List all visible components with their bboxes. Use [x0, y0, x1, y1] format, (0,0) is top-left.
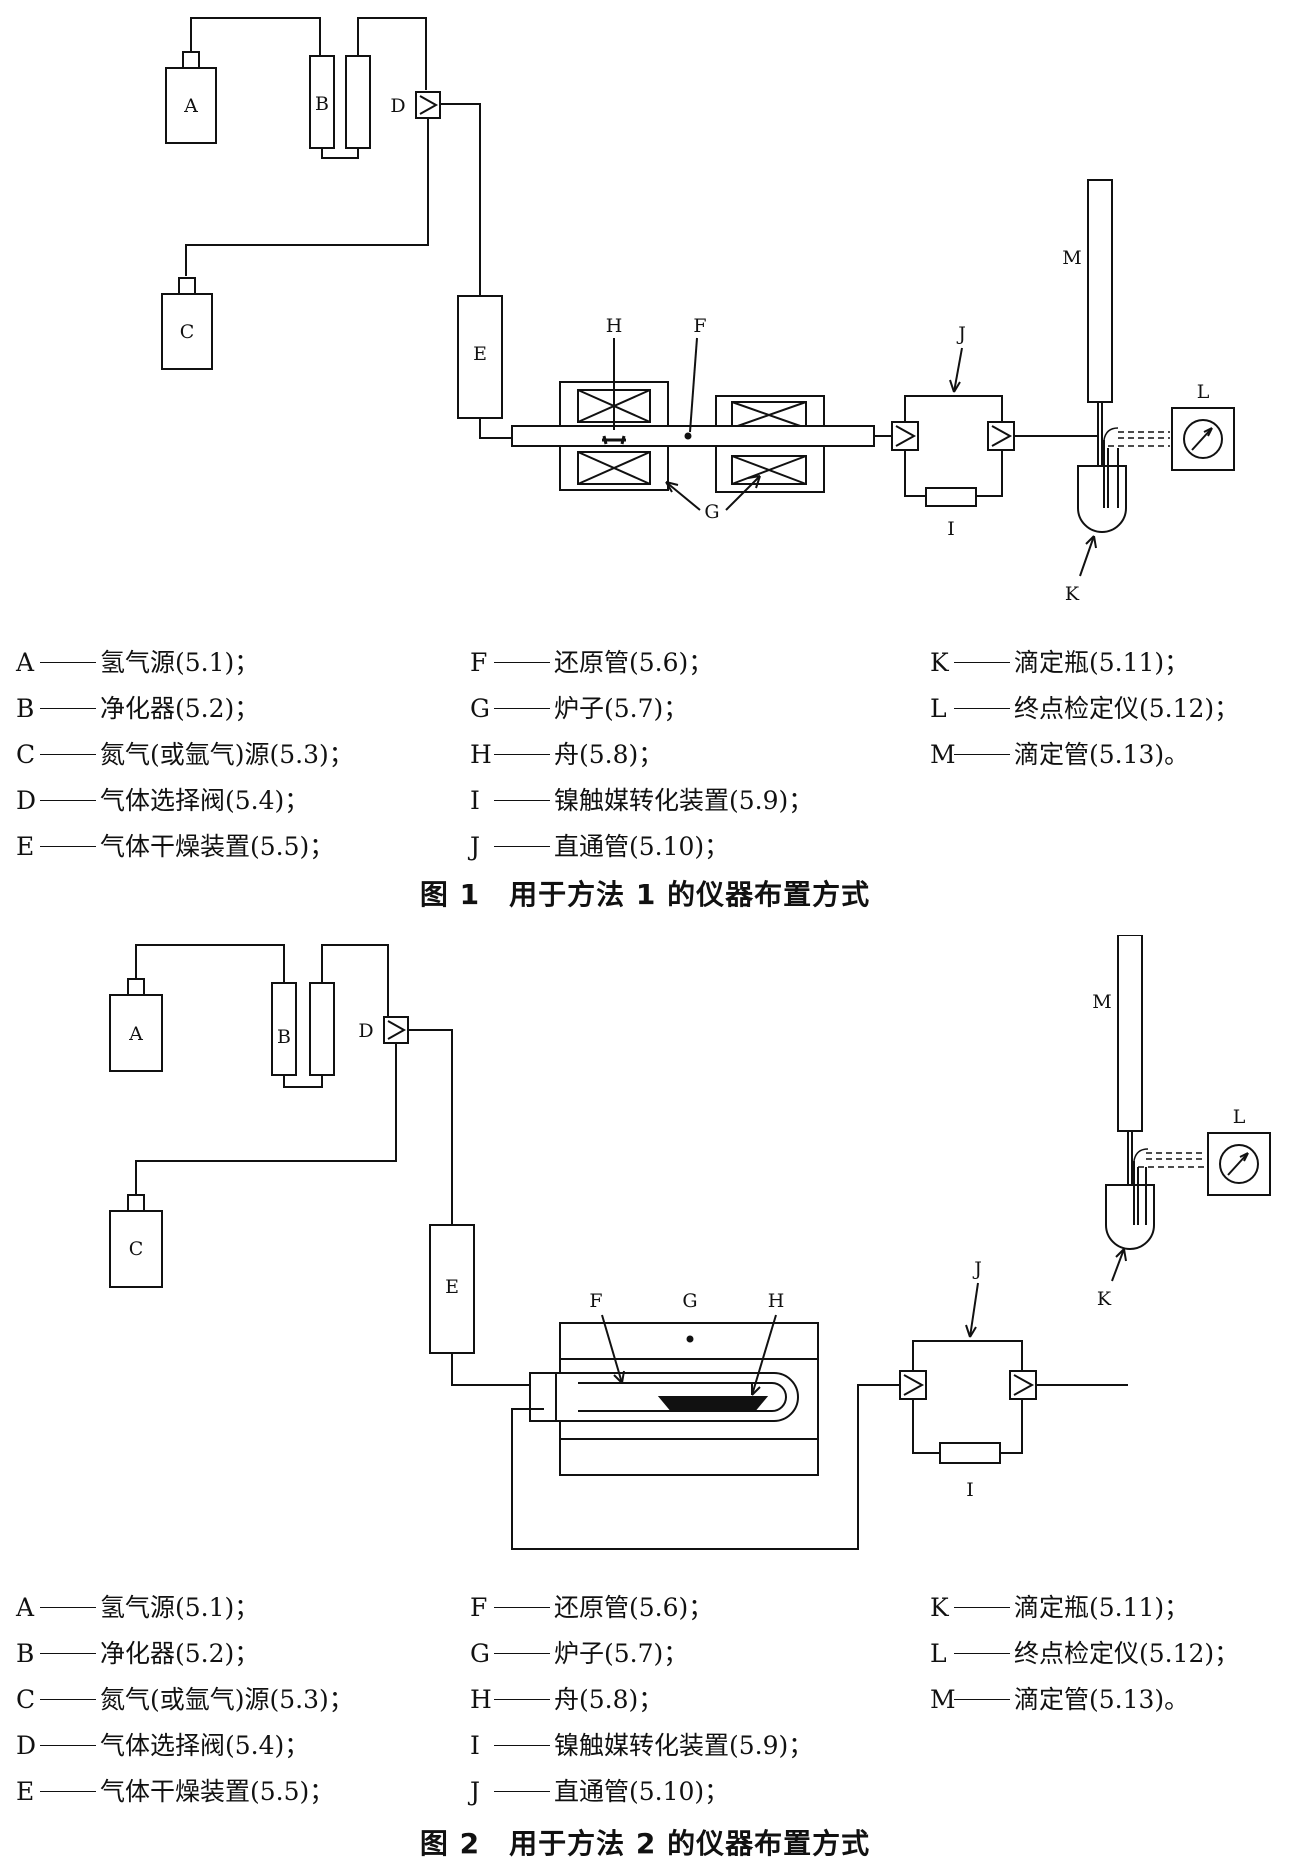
- label-h: H: [768, 1290, 785, 1312]
- label-c: C: [129, 1238, 144, 1260]
- figure-1-diagram: A B D C E F: [0, 0, 1290, 620]
- gas-selector-valve: D: [358, 1016, 409, 1044]
- boat: H: [657, 1290, 785, 1410]
- label-j: J: [956, 323, 966, 345]
- label-e: E: [445, 1276, 459, 1298]
- label-k: K: [1097, 1288, 1112, 1310]
- label-b: B: [315, 93, 329, 115]
- label-m: M: [1092, 991, 1111, 1013]
- hydrogen-source-bottle: A: [165, 51, 217, 144]
- label-e: E: [473, 343, 487, 365]
- label-i: I: [966, 1479, 974, 1501]
- nickel-catalyst-converter: I: [925, 487, 977, 540]
- label-l: L: [1197, 381, 1210, 403]
- label-f: F: [693, 315, 706, 337]
- figure-2-diagram: A B D C E G F H: [0, 934, 1290, 1575]
- purifier-tubes: B: [271, 944, 389, 1088]
- label-l: L: [1233, 1106, 1246, 1128]
- label-i: I: [947, 518, 955, 540]
- figure-1-caption: 图 1 用于方法 1 的仪器布置方式: [419, 878, 871, 911]
- label-h: H: [606, 315, 623, 337]
- label-a: A: [183, 95, 198, 117]
- straight-through-tube: J: [891, 323, 1015, 497]
- reduction-tube: F: [511, 315, 875, 447]
- label-g: G: [682, 1290, 697, 1312]
- label-m: M: [1062, 247, 1081, 269]
- endpoint-detector: L: [1133, 1106, 1271, 1196]
- furnace-label: G: [665, 475, 761, 523]
- label-f: F: [589, 1290, 602, 1312]
- label-j: J: [972, 1258, 982, 1280]
- gas-selector-valve: D: [390, 91, 441, 119]
- gas-drying-unit: E: [429, 1224, 475, 1354]
- nitrogen-argon-source-bottle: C: [161, 277, 213, 370]
- label-g: G: [704, 501, 719, 523]
- label-d: D: [390, 95, 405, 117]
- endpoint-detector: L: [1103, 381, 1235, 471]
- label-d: D: [358, 1020, 373, 1042]
- straight-through-tube: J: [899, 1258, 1037, 1454]
- burette: M: [1062, 179, 1113, 508]
- boat: H: [602, 315, 626, 445]
- purifier-tubes: B: [309, 17, 427, 159]
- titration-flask: K: [1097, 1161, 1155, 1310]
- hydrogen-source-bottle: A: [109, 978, 163, 1072]
- label-a: A: [128, 1023, 143, 1045]
- titration-flask: K: [1065, 440, 1127, 605]
- label-b: B: [277, 1026, 291, 1048]
- figure-2-caption: 图 2 用于方法 2 的仪器布置方式: [419, 1827, 871, 1860]
- gas-drying-unit: E: [457, 295, 503, 419]
- burette: M: [1092, 934, 1143, 1225]
- label-k: K: [1065, 583, 1080, 605]
- nitrogen-argon-source-bottle: C: [109, 1194, 163, 1288]
- nickel-catalyst-converter: I: [939, 1442, 1001, 1501]
- label-c: C: [180, 321, 195, 343]
